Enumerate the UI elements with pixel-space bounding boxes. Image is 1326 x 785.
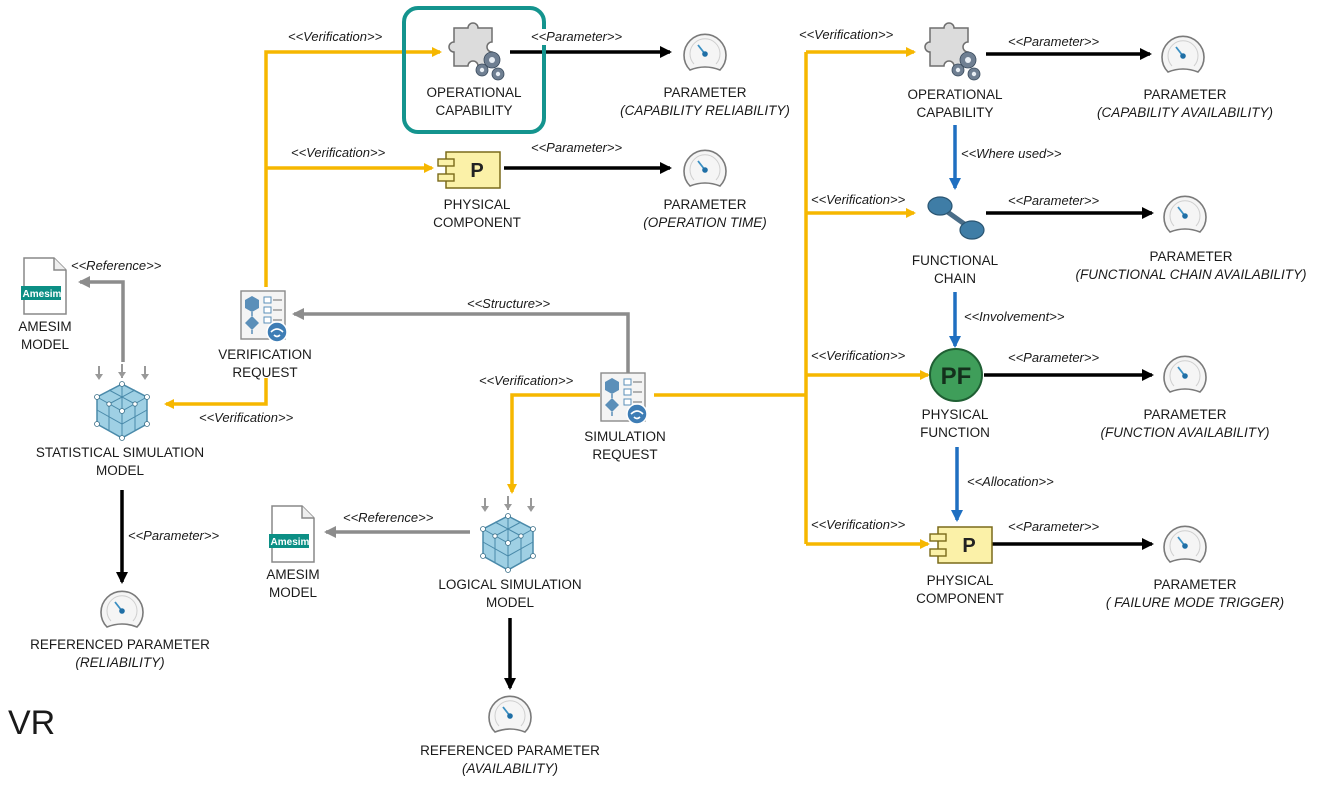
ref-statsim-amesim1: [78, 276, 125, 362]
structure-simreq-verifreq: [292, 308, 630, 376]
gauge-icon[interactable]: [1163, 525, 1207, 563]
edge-label-verification: <<Verification>>: [810, 348, 907, 364]
edge-label-reference: <<Reference>>: [70, 258, 163, 274]
param-func-avail-label: PARAMETER(FUNCTION AVAILABILITY): [1100, 407, 1270, 440]
edge-label-parameter: <<Parameter>>: [1007, 34, 1101, 50]
document-icon[interactable]: [20, 257, 67, 315]
component-icon[interactable]: [437, 151, 501, 189]
edge-label-verification: <<Verification>>: [290, 145, 387, 161]
component-icon-letter: P: [470, 160, 483, 182]
verif-to-statsim: [164, 378, 268, 409]
structure-links: [78, 276, 630, 538]
gauge-icon[interactable]: [683, 149, 727, 187]
cube-icon[interactable]: [93, 362, 151, 442]
param-cap-avail-label: PARAMETER(CAPABILITY AVAILABILITY): [1096, 87, 1274, 120]
edge-label-involvement: <<Involvement>>: [963, 309, 1066, 325]
component-icon-letter: P: [962, 535, 975, 557]
edge-label-reference: <<Reference>>: [342, 510, 435, 526]
amesim-logo-text: Amesim: [23, 289, 62, 300]
puzzle-icon[interactable]: [924, 22, 981, 81]
footer-vr-text: VR: [8, 704, 56, 742]
edge-label-allocation: <<Allocation>>: [966, 474, 1055, 490]
gauge-icon[interactable]: [1161, 35, 1205, 73]
document-icon[interactable]: [268, 505, 315, 563]
functional-chain-icon[interactable]: [928, 197, 984, 239]
verification-links: [164, 47, 930, 549]
verif-from-simreq: [507, 393, 600, 494]
edge-label-verification: <<Verification>>: [810, 517, 907, 533]
simulation-request-icon[interactable]: [600, 372, 648, 425]
verification-request-icon[interactable]: [240, 290, 288, 343]
edge-label-verification: <<Verification>>: [287, 29, 384, 45]
param-fmt-label: PARAMETER( FAILURE MODE TRIGGER): [1105, 577, 1285, 610]
edge-label-verification: <<Verification>>: [810, 192, 907, 208]
verif-to-opcap1: [264, 47, 442, 287]
gauge-icon[interactable]: [1163, 355, 1207, 393]
param-op-time-label: PARAMETER(OPERATION TIME): [643, 197, 767, 230]
selection-highlight: [402, 6, 546, 134]
gauge-icon[interactable]: [100, 590, 144, 628]
edge-label-parameter: <<Parameter>>: [530, 140, 624, 156]
puzzle-icon[interactable]: [448, 22, 505, 81]
gauge-icon[interactable]: [683, 33, 727, 71]
edge-label-parameter: <<Parameter>>: [530, 29, 624, 45]
param-cap-rel-label: PARAMETER(CAPABILITY RELIABILITY): [620, 85, 790, 118]
referenced-param-avail-label: REFERENCED PARAMETER(AVAILABILITY): [420, 743, 600, 776]
trace-links: [949, 125, 963, 522]
gauge-icon[interactable]: [488, 695, 532, 733]
param-fc-avail-label: PARAMETER(FUNCTIONAL CHAIN AVAILABILITY): [1075, 249, 1307, 282]
edge-label-parameter: <<Parameter>>: [1007, 519, 1101, 535]
amesim-logo-text: Amesim: [271, 537, 310, 548]
edge-label-verification: <<Verification>>: [198, 410, 295, 426]
edge-label-parameter: <<Parameter>>: [1007, 350, 1101, 366]
edge-label-parameter: <<Parameter>>: [127, 528, 221, 544]
edge-label-verification: <<Verification>>: [798, 27, 895, 43]
edge-label-structure: <<Structure>>: [466, 296, 552, 312]
edge-label-parameter: <<Parameter>>: [1007, 193, 1101, 209]
edge-label-where-used: <<Where used>>: [960, 146, 1063, 162]
physical-function-icon-text: PF: [941, 363, 972, 390]
physical-function-icon[interactable]: [929, 348, 983, 402]
parameter-links: [116, 46, 1154, 690]
cube-icon[interactable]: [479, 494, 537, 574]
gauge-icon[interactable]: [1163, 195, 1207, 233]
edge-label-verification: <<Verification>>: [478, 373, 575, 389]
component-icon[interactable]: [929, 526, 993, 564]
referenced-param-rel-label: REFERENCED PARAMETER(RELIABILITY): [30, 637, 210, 670]
